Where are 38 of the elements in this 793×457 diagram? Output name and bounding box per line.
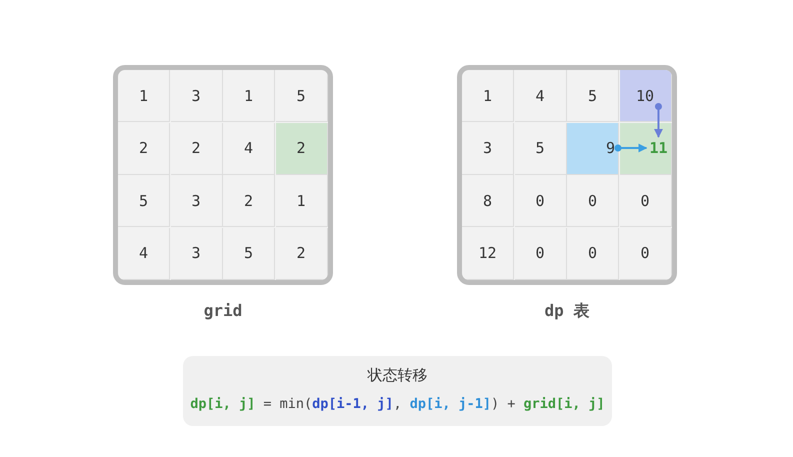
table-cell: 5 (223, 228, 275, 280)
cell-value: 9 (602, 137, 618, 159)
arrow (614, 144, 648, 152)
table-cell: 2 (118, 122, 170, 174)
table-cell: 4 (514, 70, 566, 122)
table-cell: 0 (567, 175, 619, 227)
table-cell: 1 (276, 175, 328, 227)
table-cell: 1 (118, 70, 170, 122)
formula-heading: 状态转移 (366, 366, 428, 385)
cell-value: 11 (646, 137, 670, 159)
table-caption: dp 表 (544, 301, 590, 322)
table-cell: 3 (170, 175, 222, 227)
table-cell: 0 (620, 228, 672, 280)
formula-text: dp[i, j] = min(dp[i-1, j], dp[i, j-1]) + grid[i, j] (189, 396, 606, 412)
table-cell: 3 (170, 228, 222, 280)
arrow (654, 103, 663, 138)
table-cell: 2 (276, 228, 328, 280)
table-cell: 1 (223, 70, 275, 122)
table-cell: 12 (462, 228, 514, 280)
table-cell: 4 (118, 228, 170, 280)
table-cell: 2 (170, 122, 222, 174)
table-cell: 3 (170, 70, 222, 122)
table-cell: 2 (276, 122, 328, 174)
table-cell: 3 (462, 122, 514, 174)
table-cell: 1 (462, 70, 514, 122)
table-cell: 5 (118, 175, 170, 227)
table-cell: 0 (514, 228, 566, 280)
table-cell: 2 (223, 175, 275, 227)
table-cell: 0 (514, 175, 566, 227)
table-cell: 5 (567, 70, 619, 122)
table-cell: 4 (223, 122, 275, 174)
table-cell: 0 (620, 175, 672, 227)
table-cell: 8 (462, 175, 514, 227)
table-cell: 5 (514, 122, 566, 174)
table-caption: grid (202, 301, 244, 320)
cell-value: 10 (632, 84, 658, 106)
table-cell: 0 (567, 228, 619, 280)
table-cell: 5 (276, 70, 328, 122)
